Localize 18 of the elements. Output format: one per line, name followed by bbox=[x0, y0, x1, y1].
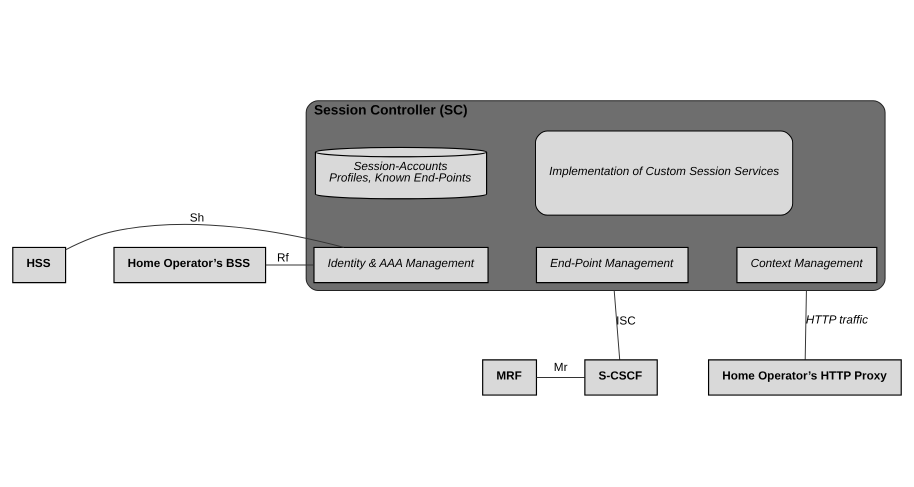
connector bbox=[65, 224, 344, 250]
node-box: Context Management bbox=[736, 246, 878, 283]
edge-label: Mr bbox=[554, 360, 568, 374]
connector bbox=[804, 289, 807, 360]
node-box: HSS bbox=[12, 246, 66, 283]
connector bbox=[536, 376, 586, 378]
node-box: End-Point Management bbox=[536, 246, 689, 283]
edge-label: ISC bbox=[616, 314, 636, 327]
node-box: Implementation of Custom Session Services bbox=[535, 130, 794, 216]
node-box: Identity & AAA Management bbox=[313, 246, 489, 283]
node-box: S-CSCF bbox=[584, 358, 658, 396]
node-box: Home Operator’s BSS bbox=[113, 246, 266, 283]
edge-label: Sh bbox=[190, 211, 204, 224]
node-box: MRF bbox=[482, 358, 538, 396]
node-box: Home Operator’s HTTP Proxy bbox=[708, 358, 902, 396]
edge-label: Rf bbox=[277, 251, 289, 264]
connector bbox=[265, 264, 314, 266]
connector bbox=[614, 289, 620, 360]
